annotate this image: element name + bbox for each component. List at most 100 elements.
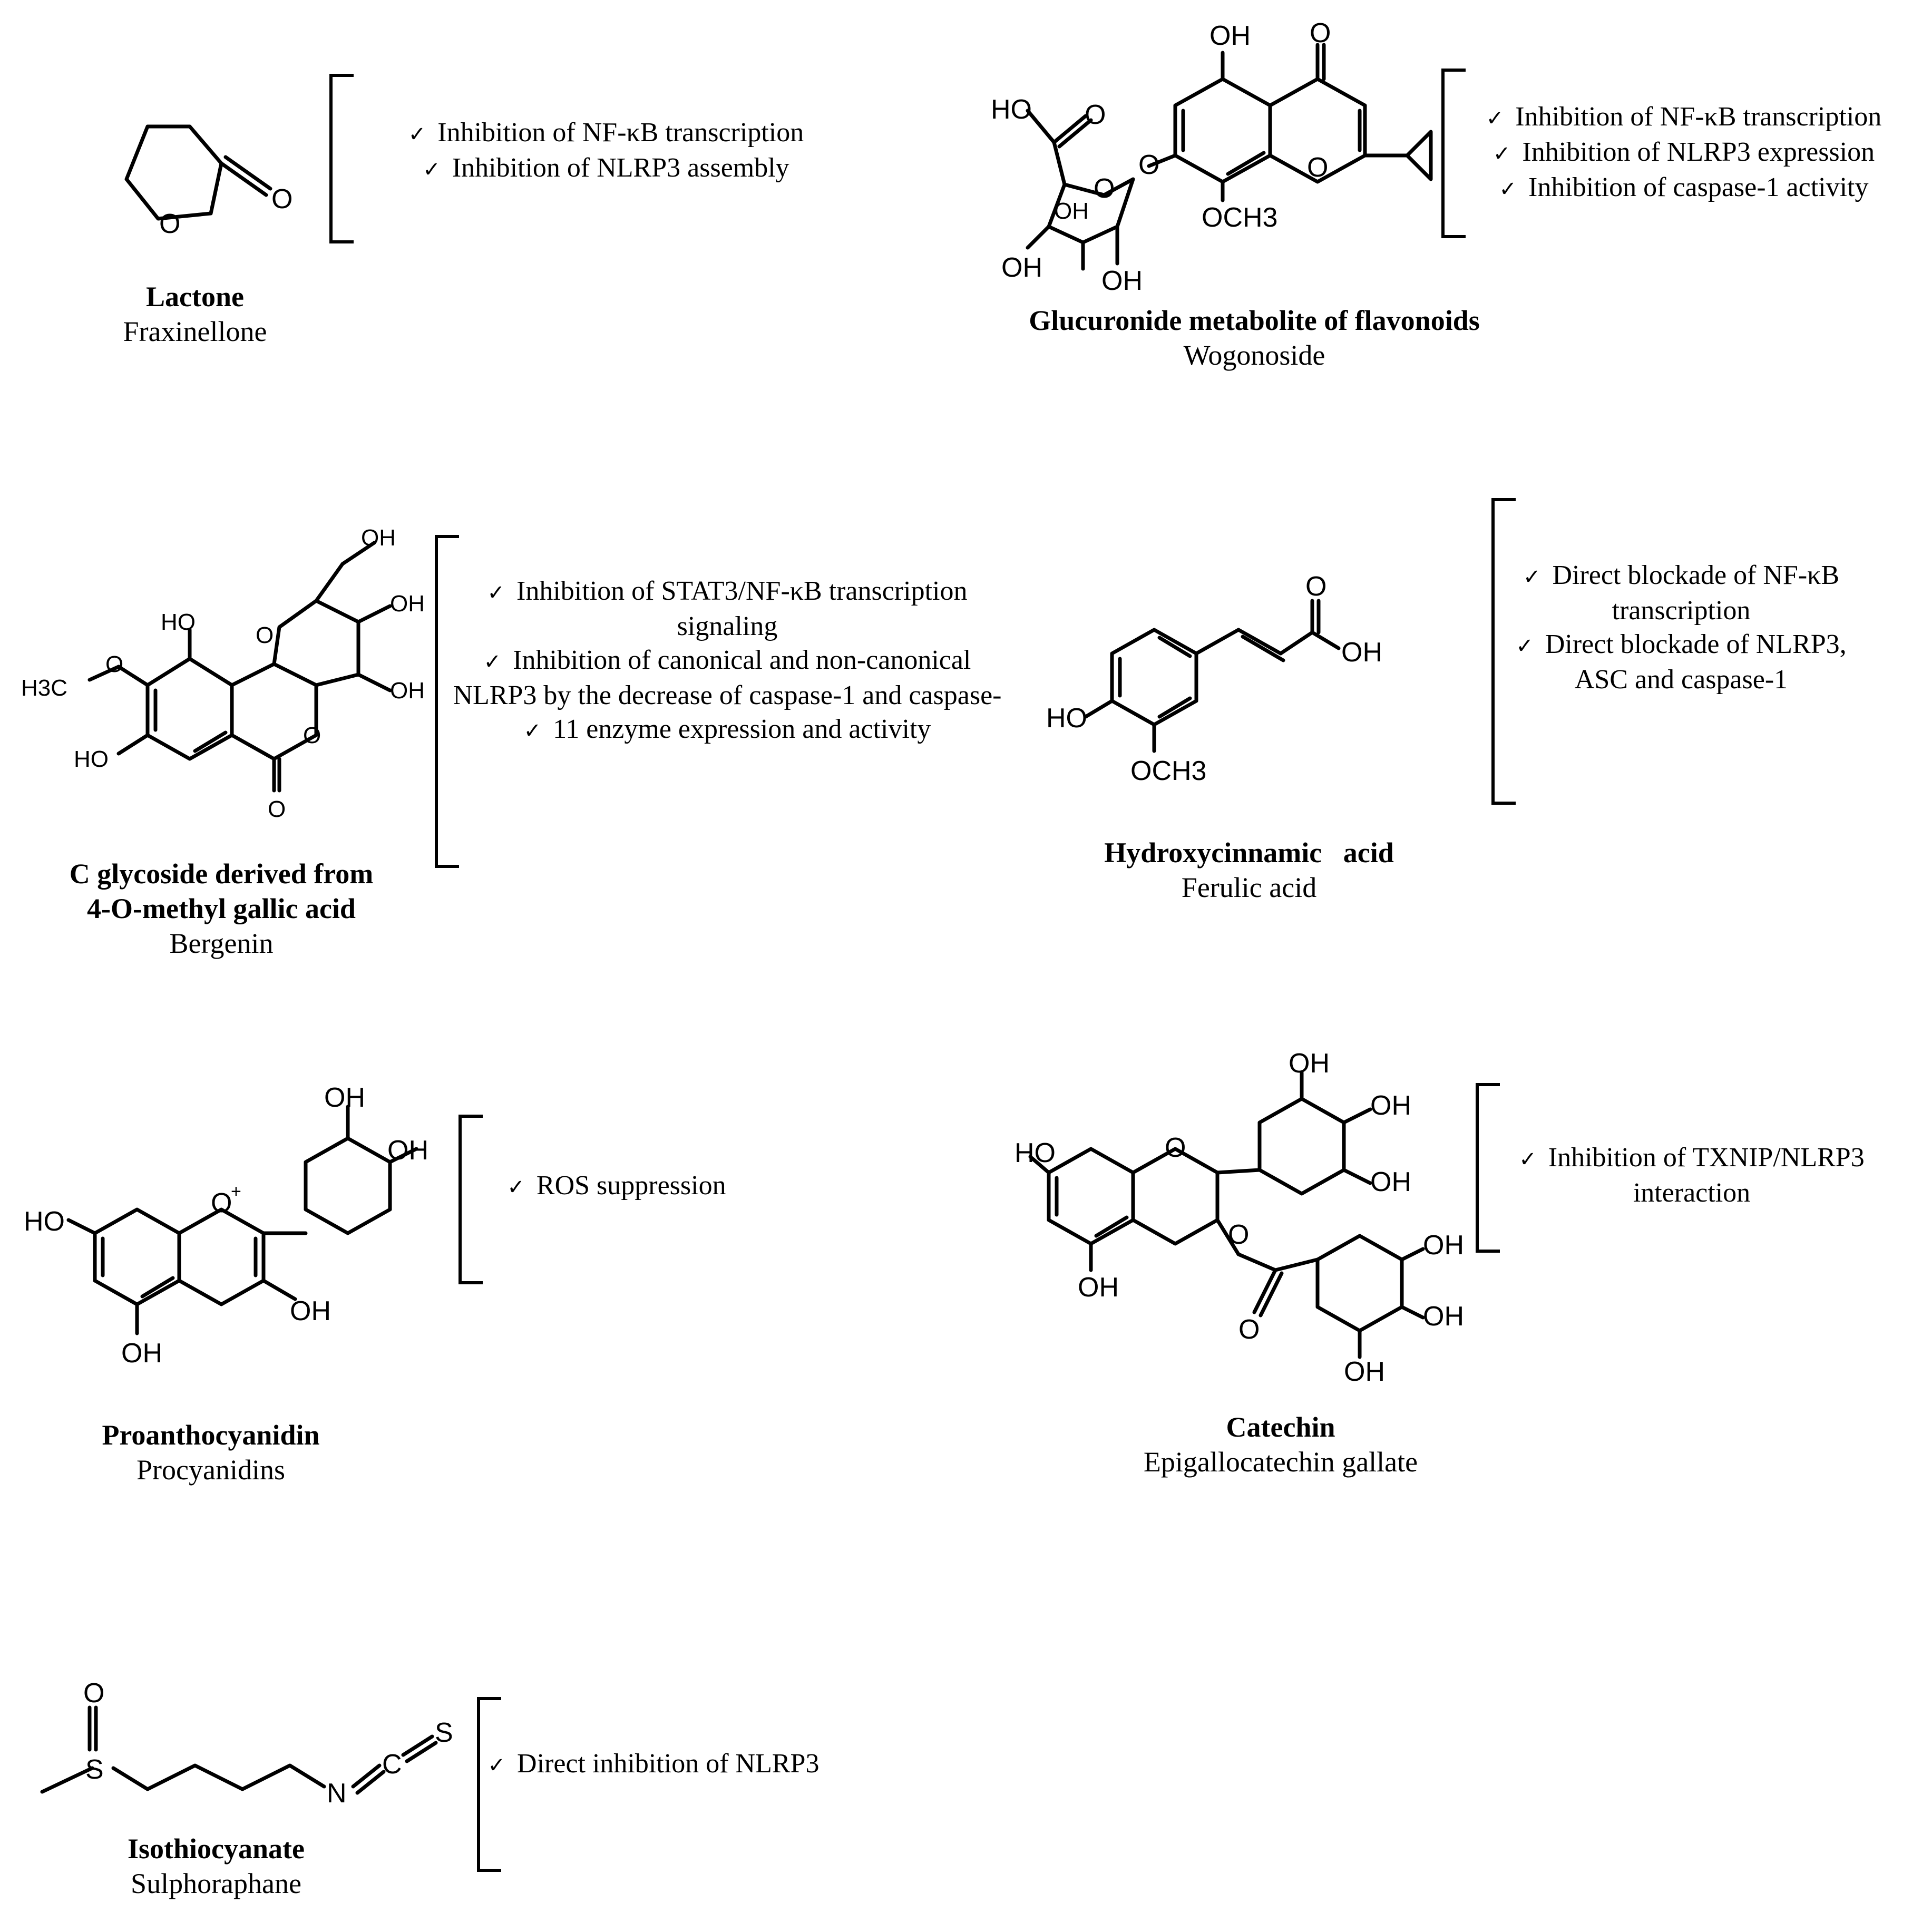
wogonoside-atom-sugar-o: O [1094, 173, 1115, 204]
compound-class: Proanthocyanidin [102, 1419, 320, 1451]
wogonoside-label: Glucuronide metabolite of flavonoids Wog… [991, 303, 1518, 373]
lactone-label: Lactone Fraxinellone [53, 279, 337, 349]
effect-item: ✓11 enzyme expression and activity [523, 714, 931, 744]
compound-name: Procyanidins [136, 1454, 285, 1486]
compound-class: C glycoside derived from [69, 858, 374, 890]
egcg-label: Catechin Epigallocatechin gallate [1070, 1410, 1491, 1479]
wogonoside-structure: OH O HO O O O OH OCH3 OH OH O [991, 18, 1433, 296]
check-icon: ✓ [1519, 1147, 1537, 1172]
egcg-bracket [1476, 1083, 1500, 1253]
effect-item: ✓Inhibition of NLRP3 assembly [423, 153, 789, 183]
sulphoraphane-atom-s: S [85, 1754, 104, 1785]
compound-name: Wogonoside [1183, 339, 1325, 371]
ferulic-atom-ho: HO [1046, 703, 1087, 734]
procyanidin-atom-ring-o: O [211, 1188, 232, 1218]
compound-class: Hydroxycinnamic acid [1104, 837, 1394, 869]
bergenin-atom-lactone-o: O [303, 723, 321, 748]
effect-item: ✓Inhibition of caspase-1 activity [1499, 172, 1869, 202]
bergenin-structure: OH OH HO O OH H3C O HO O O [21, 525, 425, 822]
procyanidin-effects: ✓ROS suppression [469, 1169, 764, 1204]
sulphoraphane-structure: O S N C S [40, 1678, 453, 1809]
bergenin-atom-ho: HO [161, 609, 196, 635]
sulphoraphane-atom-c: C [382, 1749, 402, 1780]
wogonoside-atom-oh-top: OH [1209, 21, 1251, 51]
check-icon: ✓ [483, 650, 502, 674]
wogonoside-atom-ho: HO [991, 94, 1032, 125]
effect-item: ✓Direct blockade of NF-κB transcription [1523, 560, 1840, 626]
compound-name: Epigallocatechin gallate [1143, 1446, 1418, 1478]
effect-item: ✓Direct inhibition of NLRP3 [487, 1749, 820, 1779]
sulphoraphane-effects: ✓Direct inhibition of NLRP3 [485, 1747, 822, 1782]
wogonoside-atom-carbonyl-o: O [1310, 18, 1331, 48]
egcg-atom-oh: OH [1289, 1048, 1330, 1079]
bergenin-atom-ho: HO [74, 746, 109, 772]
check-icon: ✓ [507, 1175, 525, 1199]
effect-item: ✓Direct blockade of NLRP3, ASC and caspa… [1516, 629, 1847, 695]
sulphoraphane-atom-s: S [435, 1718, 453, 1748]
ferulic-structure: O OH HO OCH3 [1046, 571, 1382, 786]
egcg-atom-ester-o: O [1228, 1219, 1249, 1250]
bergenin-atom-carbonyl-o: O [268, 796, 286, 822]
sulphoraphane-bracket [477, 1697, 501, 1872]
effect-item: ✓Inhibition of canonical and non-canonic… [453, 645, 1002, 710]
effect-item: ✓Inhibition of NF-κB transcription [1486, 102, 1882, 132]
lactone-effects: ✓Inhibition of NF-κB transcription ✓Inhi… [369, 116, 843, 187]
compound-class: 4-O-methyl gallic acid [87, 893, 356, 924]
wogonoside-atom-oh: OH [1054, 198, 1089, 224]
bergenin-atom-oh: OH [390, 678, 425, 704]
egcg-atom-ho: HO [1014, 1138, 1056, 1168]
procyanidin-bracket [459, 1115, 483, 1284]
check-icon: ✓ [487, 1753, 506, 1778]
check-icon: ✓ [523, 719, 542, 743]
effect-item: ✓Inhibition of NLRP3 expression [1492, 137, 1875, 167]
compound-name: Bergenin [169, 928, 274, 959]
check-icon: ✓ [1492, 142, 1511, 166]
ferulic-label: Hydroxycinnamic acid Ferulic acid [1043, 835, 1455, 905]
compound-class: Isothiocyanate [128, 1833, 305, 1865]
compound-name: Fraxinellone [123, 316, 267, 347]
bergenin-label: C glycoside derived from 4-O-methyl gall… [32, 856, 411, 961]
procyanidin-label: Proanthocyanidin Procyanidins [53, 1418, 369, 1487]
egcg-atom-oh: OH [1370, 1167, 1411, 1197]
check-icon: ✓ [1499, 177, 1517, 201]
procyanidin-atom-ho: HO [24, 1206, 65, 1237]
effect-item: ✓ROS suppression [507, 1170, 726, 1201]
ferulic-effects: ✓Direct blockade of NF-κB transcription … [1497, 559, 1866, 697]
lactone-structure: O O [124, 124, 292, 239]
wogonoside-atom-oh: OH [1101, 266, 1143, 296]
egcg-effects: ✓Inhibition of TXNIP/NLRP3 interaction [1491, 1141, 1892, 1210]
lactone-atom-ring-o: O [159, 209, 180, 239]
sulphoraphane-atom-n: N [327, 1778, 347, 1809]
effect-item: ✓Inhibition of TXNIP/NLRP3 interaction [1519, 1143, 1865, 1208]
procyanidin-atom-oh: OH [121, 1338, 162, 1369]
check-icon: ✓ [423, 158, 441, 182]
check-icon: ✓ [1516, 634, 1534, 658]
procyanidin-atom-charge: + [231, 1182, 241, 1202]
lactone-bracket [329, 74, 354, 243]
wogonoside-atom-och3: OCH3 [1202, 202, 1277, 233]
wogonoside-effects: ✓Inhibition of NF-κB transcription ✓Inhi… [1460, 100, 1908, 206]
procyanidin-atom-oh: OH [387, 1135, 428, 1166]
sulphoraphane-label: Isothiocyanate Sulphoraphane [69, 1831, 364, 1901]
check-icon: ✓ [1523, 565, 1541, 589]
ferulic-bracket [1491, 498, 1516, 805]
wogonoside-atom-oh: OH [1001, 252, 1042, 283]
check-icon: ✓ [408, 122, 426, 147]
sulphoraphane-atom-o: O [83, 1678, 104, 1709]
compound-name: Ferulic acid [1181, 872, 1317, 903]
egcg-atom-oh: OH [1078, 1272, 1119, 1303]
wogonoside-atom-ring-o: O [1307, 152, 1328, 183]
bergenin-atom-sugar-o: O [256, 622, 274, 648]
bergenin-atom-h3c: H3C [21, 675, 67, 701]
wogonoside-atom-link-o: O [1138, 150, 1159, 180]
bergenin-effects: ✓Inhibition of STAT3/NF-κB transcription… [443, 574, 1012, 748]
bergenin-atom-oh: OH [390, 591, 425, 617]
check-icon: ✓ [1486, 106, 1504, 131]
bergenin-atom-oh: OH [361, 525, 396, 551]
bergenin-bracket [435, 535, 459, 868]
procyanidin-atom-oh: OH [290, 1296, 331, 1326]
egcg-atom-carbonyl-o: O [1238, 1314, 1260, 1345]
check-icon: ✓ [487, 581, 505, 605]
egcg-atom-oh: OH [1370, 1090, 1411, 1121]
egcg-atom-oh: OH [1344, 1357, 1385, 1387]
